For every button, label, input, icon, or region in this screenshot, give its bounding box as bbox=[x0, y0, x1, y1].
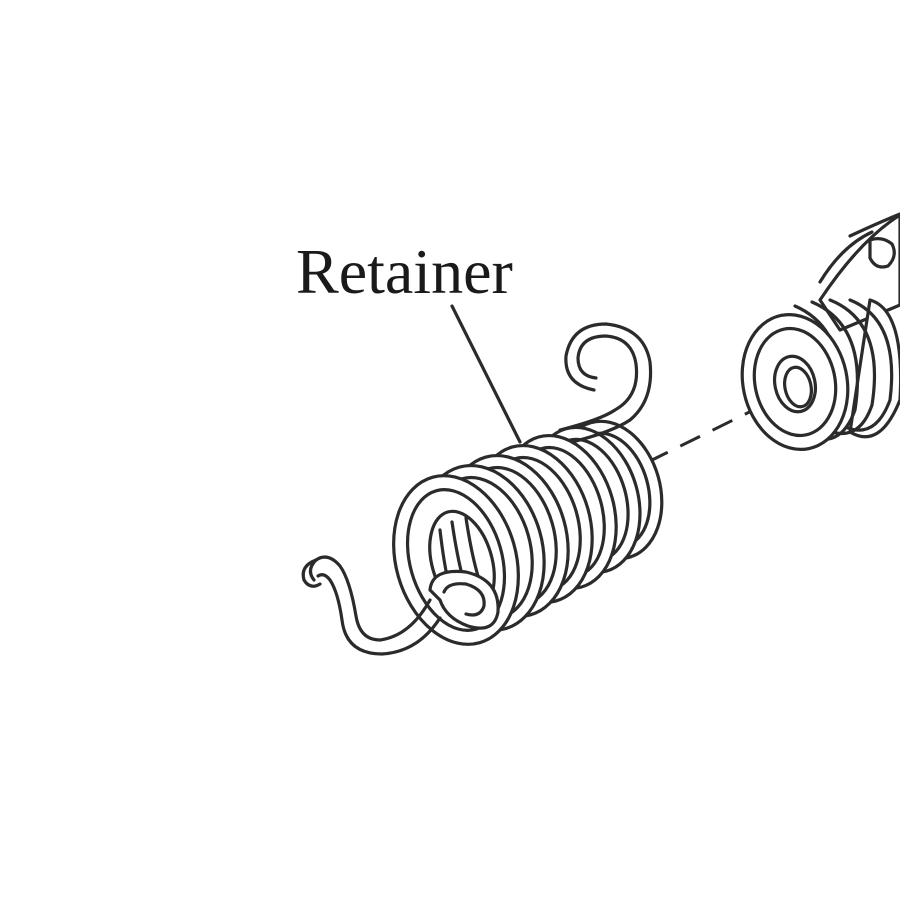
bottom-hook bbox=[301, 555, 442, 656]
axis-line bbox=[647, 390, 791, 464]
drum-hub bbox=[740, 212, 900, 451]
retainer-label: Retainer bbox=[296, 236, 513, 307]
coil-spring bbox=[392, 419, 664, 646]
top-hook bbox=[558, 322, 653, 444]
callout-leader-line bbox=[450, 304, 522, 444]
